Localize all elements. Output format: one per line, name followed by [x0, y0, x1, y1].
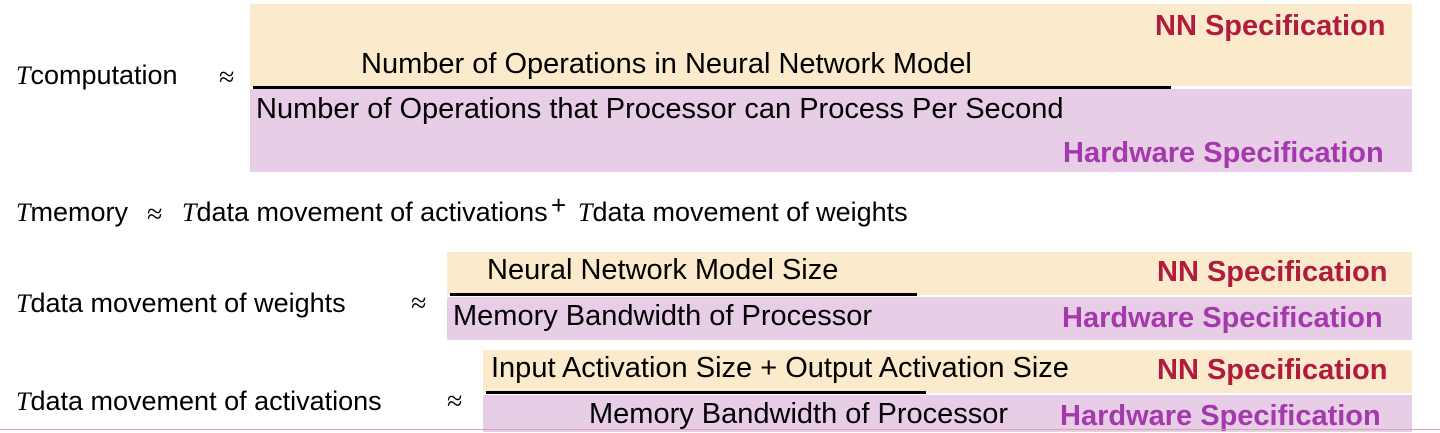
eq4-relation: ≈	[447, 386, 462, 418]
eq2-term2-T: T	[578, 198, 593, 227]
eq3-lhs-subscript: data movement of weights	[30, 288, 346, 318]
eq4-lhs-symbol: Tdata movement of activations	[16, 386, 382, 417]
eq3-fraction-bar	[450, 293, 917, 296]
bottom-divider	[0, 429, 1440, 430]
eq3-lhs-T: T	[16, 289, 31, 318]
eq1-fraction-bar	[253, 86, 1171, 89]
eq1-lhs-subscript: computation	[30, 60, 178, 90]
eq4-lhs-T: T	[16, 387, 31, 416]
eq2-lhs-symbol: Tmemory	[16, 197, 128, 228]
eq4-hardware-specification-label: Hardware Specification	[1060, 400, 1381, 432]
eq3-numerator-highlight	[447, 252, 1412, 295]
eq3-nn-specification-label: NN Specification	[1157, 256, 1388, 288]
eq2-term1: Tdata movement of activations	[182, 197, 548, 228]
eq4-denominator: Memory Bandwidth of Processor	[589, 398, 1009, 430]
eq2-term2: Tdata movement of weights	[578, 197, 908, 228]
eq4-denominator-highlight	[483, 395, 1412, 432]
eq3-lhs-symbol: Tdata movement of weights	[16, 288, 346, 319]
eq3-numerator: Neural Network Model Size	[487, 254, 839, 286]
eq2-term2-subscript: data movement of weights	[592, 197, 908, 227]
eq1-approx-symbol: ≈	[219, 62, 235, 93]
eq2-operator: +	[551, 190, 566, 221]
eq3-relation: ≈	[411, 288, 426, 320]
eq4-numerator: Input Activation Size + Output Activatio…	[491, 352, 1069, 384]
eq2-term1-subscript: data movement of activations	[196, 197, 548, 227]
eq4-numerator-highlight	[483, 350, 1412, 393]
eq2-term1-T: T	[182, 198, 197, 227]
eq4-fraction-bar	[486, 391, 926, 394]
eq3-hardware-specification-label: Hardware Specification	[1062, 302, 1383, 334]
eq3-approx-symbol: ≈	[411, 288, 427, 319]
eq4-lhs-subscript: data movement of activations	[30, 386, 382, 416]
eq1-relation: ≈	[219, 62, 234, 94]
eq3-denominator: Memory Bandwidth of Processor	[453, 300, 873, 332]
eq2-plus-symbol: +	[551, 190, 567, 220]
eq1-lhs-T: T	[16, 61, 31, 90]
eq1-nn-specification-label: NN Specification	[1155, 10, 1386, 42]
eq2-lhs-subscript: memory	[30, 197, 128, 227]
eq1-hardware-specification-label: Hardware Specification	[1063, 137, 1384, 169]
eq1-numerator-highlight	[250, 4, 1412, 86]
eq3-denominator-highlight	[447, 297, 1412, 340]
eq4-nn-specification-label: NN Specification	[1157, 354, 1388, 386]
eq1-denominator: Number of Operations that Processor can …	[256, 93, 1064, 125]
eq4-approx-symbol: ≈	[447, 386, 463, 417]
eq2-approx-symbol: ≈	[147, 199, 163, 230]
eq1-numerator: Number of Operations in Neural Network M…	[361, 48, 972, 80]
eq2-relation: ≈	[147, 199, 162, 231]
eq1-lhs-symbol: Tcomputation	[16, 60, 178, 91]
eq1-denominator-highlight	[250, 89, 1412, 172]
eq2-lhs-T: T	[16, 198, 31, 227]
